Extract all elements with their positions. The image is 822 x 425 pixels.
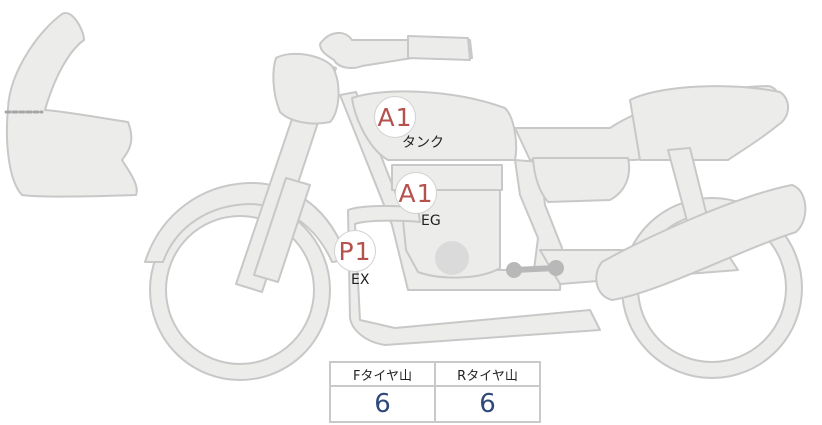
footpeg-left: [506, 262, 522, 278]
exhaust-label: EX: [351, 272, 370, 288]
side-cover: [532, 157, 630, 203]
engine-label: EG: [421, 213, 441, 229]
rear-tire-header: Rタイヤ山: [434, 361, 541, 387]
front-tire-value: 6: [329, 385, 436, 423]
tire-value-row: 6 6: [329, 385, 541, 423]
engine-grade-badge: A1: [395, 172, 437, 214]
exhaust-grade-badge: P1: [334, 230, 376, 272]
headlight: [272, 52, 340, 125]
front-tire-header: Fタイヤ山: [329, 361, 436, 387]
tire-tread-table: Fタイヤ山 Rタイヤ山 6 6: [329, 361, 541, 423]
engine-case-cover: [435, 241, 469, 275]
rear-fender: [629, 85, 789, 161]
footpeg-right: [548, 260, 564, 276]
tire-header-row: Fタイヤ山 Rタイヤ山: [329, 361, 541, 387]
tank-label: タンク: [402, 135, 444, 151]
muffler: [595, 184, 807, 301]
rear-tire-value: 6: [434, 385, 541, 423]
tank-grade-badge: A1: [374, 96, 416, 138]
handlebar-grip: [407, 35, 471, 61]
cowl-panel: [5, 12, 138, 198]
fork-tube: [253, 177, 311, 283]
exhaust-pipe: [347, 204, 601, 346]
